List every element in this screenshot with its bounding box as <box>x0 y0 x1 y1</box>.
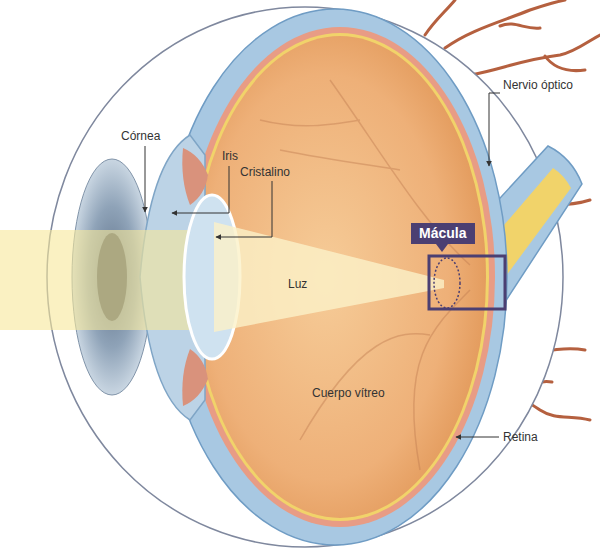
label-box: Mácula <box>411 223 475 244</box>
vessel <box>300 334 430 440</box>
vessel <box>260 120 360 126</box>
leader-line <box>456 437 499 438</box>
vitreous-body <box>194 36 486 518</box>
leader-line <box>216 181 272 237</box>
light-beam <box>0 230 212 330</box>
part-label: Cuerpo vítreo <box>312 386 385 400</box>
node-text: Mácula <box>419 225 467 242</box>
vessel <box>280 150 400 170</box>
vessel <box>445 0 565 48</box>
vessel <box>414 290 470 470</box>
light-cone <box>214 222 444 332</box>
macula-outline <box>434 258 460 308</box>
macula-box <box>429 256 505 309</box>
leader-line <box>489 93 500 166</box>
retina-layer <box>191 33 489 521</box>
leader-line <box>172 166 229 213</box>
label-pointer <box>436 244 448 252</box>
leader-lines <box>145 93 500 437</box>
vessel <box>500 24 540 28</box>
vessel <box>470 35 600 75</box>
part-label: Iris <box>222 149 238 163</box>
vessel <box>545 56 585 71</box>
vessel <box>330 80 470 265</box>
part-label: Córnea <box>121 129 160 143</box>
leader-line <box>145 146 146 212</box>
part-label: Luz <box>288 277 307 291</box>
part-label: Nervio óptico <box>503 78 573 92</box>
part-label: Retina <box>503 430 538 444</box>
part-label: Cristalino <box>240 165 290 179</box>
sclera <box>163 9 507 545</box>
vessel <box>425 0 455 35</box>
choroid <box>185 27 495 527</box>
